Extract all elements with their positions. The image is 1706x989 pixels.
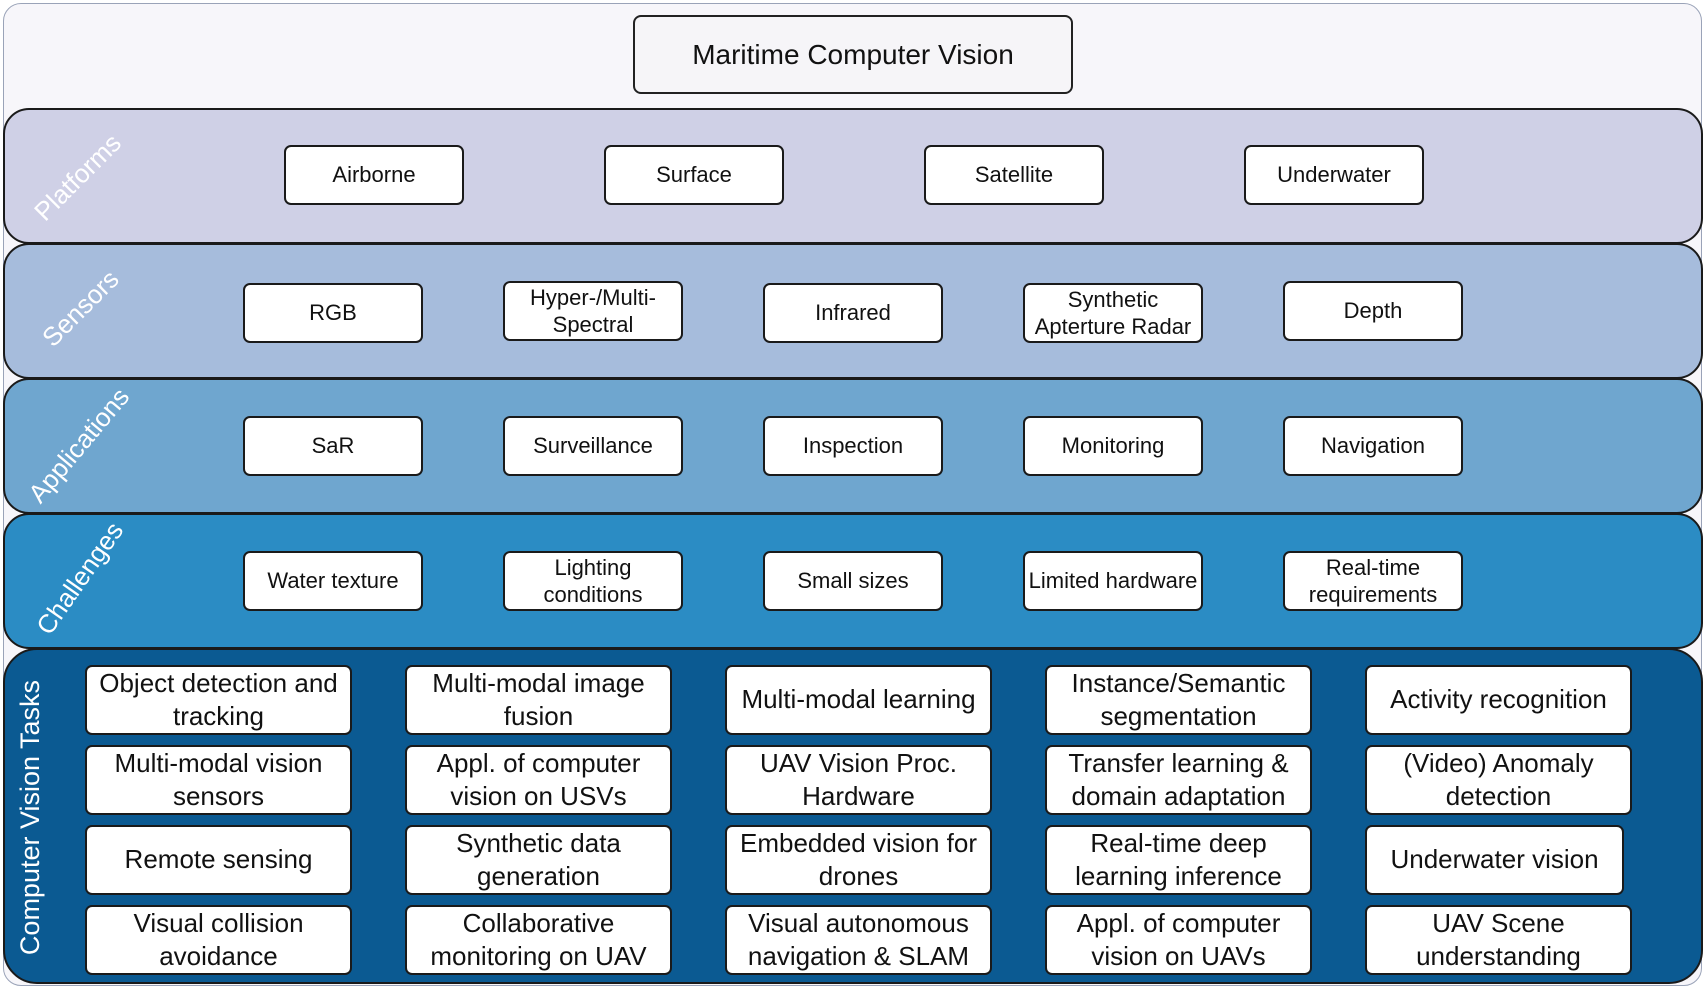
task-box: UAV Scene understanding [1365,905,1632,975]
band-label-sensors: Sensors [36,263,125,353]
sensor-box: Hyper-/Multi-Spectral [503,281,683,341]
band-sensors: Sensors RGB Hyper-/Multi-Spectral Infrar… [3,243,1703,379]
application-box: Monitoring [1023,416,1203,476]
challenge-box: Limited hardware [1023,551,1203,611]
task-box: Remote sensing [85,825,352,895]
task-box: Visual autonomous navigation & SLAM [725,905,992,975]
challenge-box: Lighting conditions [503,551,683,611]
task-box: Multi-modal learning [725,665,992,735]
application-box: Inspection [763,416,943,476]
task-box: Collaborative monitoring on UAV [405,905,672,975]
band-computer-vision-tasks: Computer Vision Tasks Object detection a… [3,648,1703,984]
sensor-box: RGB [243,283,423,343]
task-box: (Video) Anomaly detection [1365,745,1632,815]
band-label-applications: Applications [22,381,136,509]
task-box: Visual collision avoidance [85,905,352,975]
application-box: SaR [243,416,423,476]
platform-box: Airborne [284,145,464,205]
task-box: Object detection and tracking [85,665,352,735]
task-box: Appl. of computer vision on USVs [405,745,672,815]
platform-box: Surface [604,145,784,205]
band-label-platforms: Platforms [28,127,127,227]
band-applications: Applications SaR Surveillance Inspection… [3,378,1703,514]
application-box: Surveillance [503,416,683,476]
platform-box: Satellite [924,145,1104,205]
band-challenges: Challenges Water texture Lighting condit… [3,513,1703,649]
task-box: Activity recognition [1365,665,1632,735]
task-box: Multi-modal vision sensors [85,745,352,815]
sensor-box: Synthetic Apterture Radar [1023,283,1203,343]
task-box: Real-time deep learning inference [1045,825,1312,895]
challenge-box: Real-time requirements [1283,551,1463,611]
challenge-box: Water texture [243,551,423,611]
task-box: Multi-modal image fusion [405,665,672,735]
challenge-box: Small sizes [763,551,943,611]
band-label-challenges: Challenges [30,516,130,641]
task-box: Underwater vision [1365,825,1624,895]
band-platforms: Platforms Airborne Surface Satellite Und… [3,108,1703,244]
task-box: Appl. of computer vision on UAVs [1045,905,1312,975]
platform-box: Underwater [1244,145,1424,205]
sensor-box: Infrared [763,283,943,343]
task-box: Embedded vision for drones [725,825,992,895]
application-box: Navigation [1283,416,1463,476]
task-box: UAV Vision Proc. Hardware [725,745,992,815]
task-box: Transfer learning & domain adaptation [1045,745,1312,815]
band-label-computer-vision-tasks: Computer Vision Tasks [15,679,46,956]
task-box: Instance/Semantic segmentation [1045,665,1312,735]
task-box: Synthetic data generation [405,825,672,895]
sensor-box: Depth [1283,281,1463,341]
diagram-title: Maritime Computer Vision [633,15,1073,94]
